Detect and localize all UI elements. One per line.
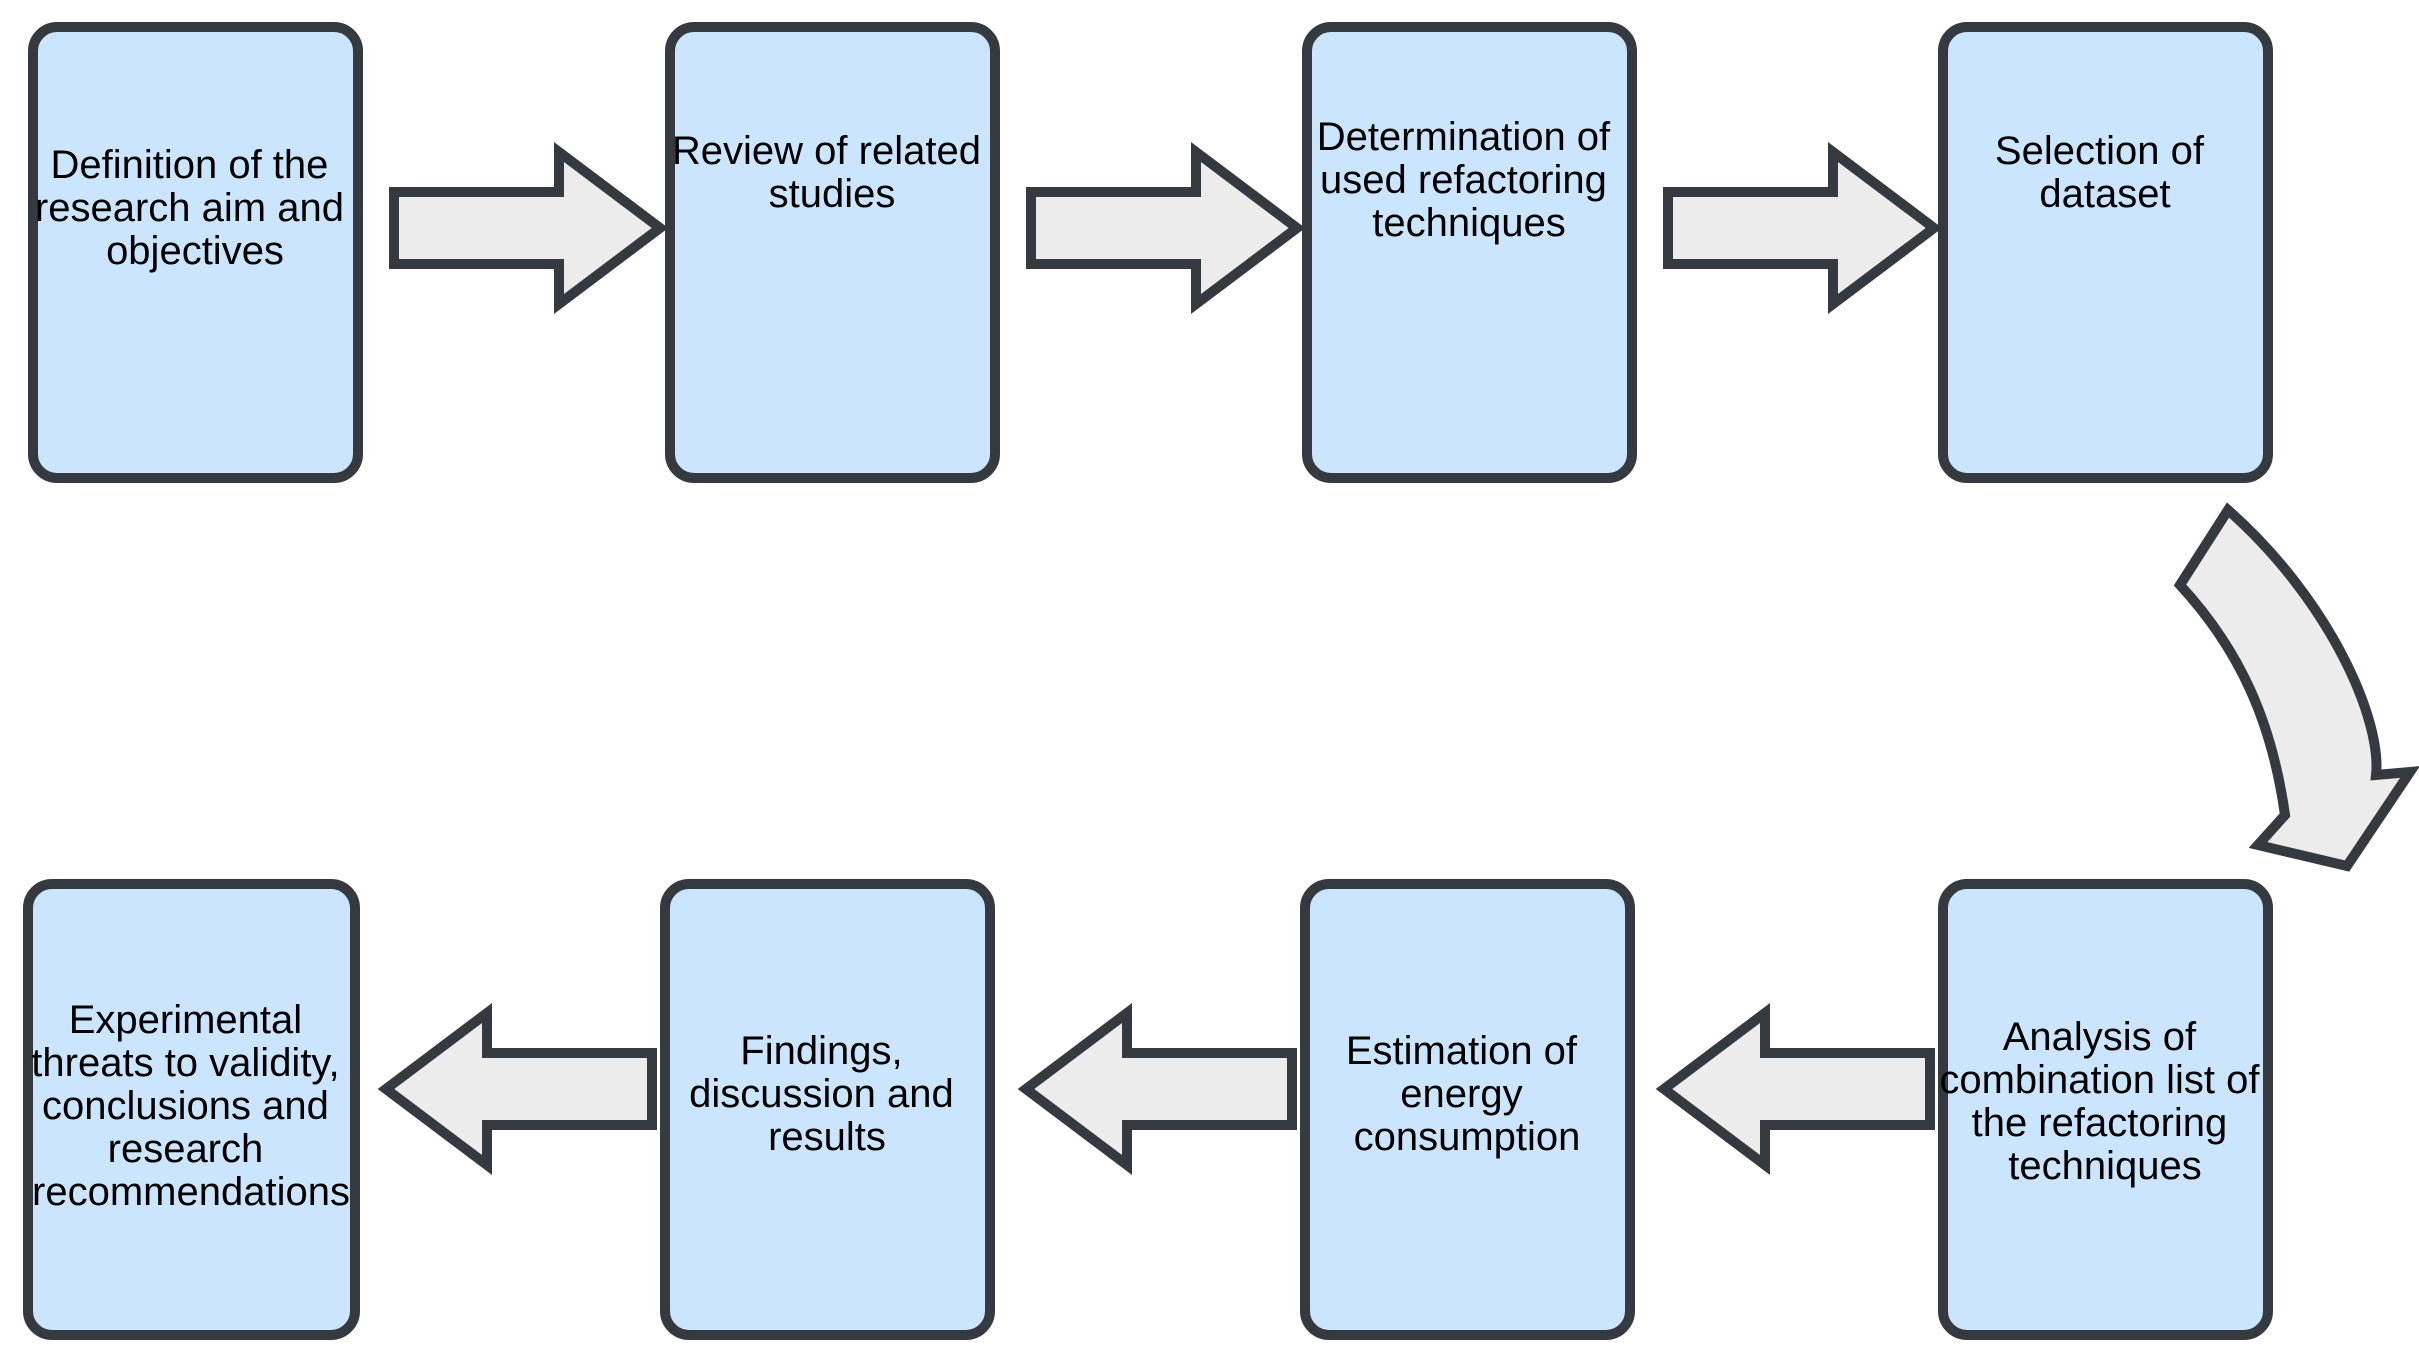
node-experimental-threats-to-validity[interactable]: Experimental threats to validity, conclu… [23,879,360,1340]
arrow-right-icon [1026,141,1306,315]
node-analysis-of-combination-list[interactable]: Analysis of combination list of the refa… [1938,879,2273,1340]
node-label: Determination of used refactoring techni… [1317,115,1622,245]
node-label: Experimental threats to validity, conclu… [31,998,350,1214]
node-label: Review of related studies [672,129,992,216]
node-selection-of-dataset[interactable]: Selection of dataset [1938,22,2273,483]
node-box[interactable] [1938,879,2273,1340]
node-box[interactable] [665,22,1000,483]
node-box[interactable] [28,22,363,483]
connector-arrow-left-2 [1017,1002,1297,1176]
node-findings-discussion-results[interactable]: Findings, discussion and results [660,879,995,1340]
node-label: Selection of dataset [1995,129,2215,216]
node-box[interactable] [23,879,360,1340]
node-label: Estimation of energy consumption [1346,1029,1588,1159]
arrow-curved-icon [2173,502,2419,872]
connector-arrow-left-3 [377,1002,657,1176]
node-label: Findings, discussion and results [689,1029,965,1159]
node-box[interactable] [1938,22,2273,483]
node-box[interactable] [660,879,995,1340]
node-definition-of-research-aim[interactable]: Definition of the research aim and objec… [28,22,363,483]
node-label: Definition of the research aim and objec… [35,143,355,273]
connector-arrow-left-1 [1655,1002,1935,1176]
arrow-left-icon [1655,1002,1935,1176]
node-box[interactable] [1302,22,1637,483]
connector-arrow-right-2 [1026,141,1306,315]
node-label: Analysis of combination list of the refa… [1939,1015,2270,1188]
node-review-of-related-studies[interactable]: Review of related studies [665,22,1000,483]
connector-arrow-right-3 [1663,141,1943,315]
arrow-left-icon [1017,1002,1297,1176]
node-determination-of-refactoring-techniques[interactable]: Determination of used refactoring techni… [1302,22,1637,483]
node-estimation-of-energy-consumption[interactable]: Estimation of energy consumption [1300,879,1635,1340]
arrow-left-icon [377,1002,657,1176]
arrow-right-icon [1663,141,1943,315]
node-box[interactable] [1300,879,1635,1340]
connector-arrow-right-1 [389,141,669,315]
connector-arrow-curved-down [2173,502,2419,872]
arrow-right-icon [389,141,669,315]
